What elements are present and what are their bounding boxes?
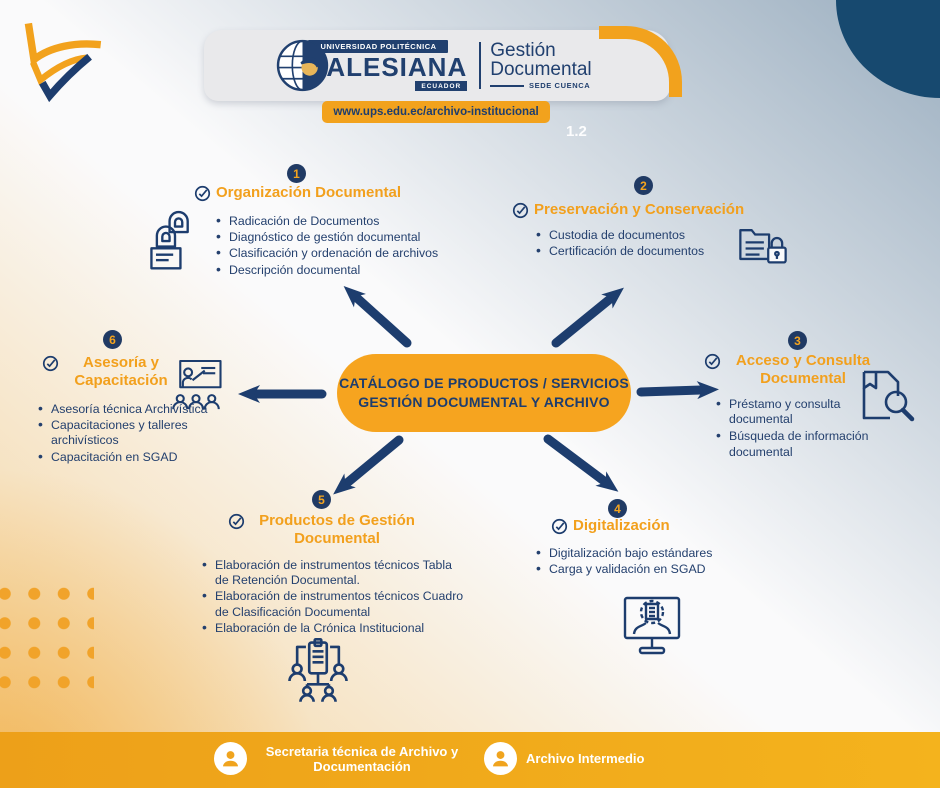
list-item: Capacitación en SGAD: [36, 449, 214, 465]
section-3-bullet-list: Préstamo y consulta documental Búsqueda …: [714, 396, 882, 462]
footer-contact-1: Secretaria técnica de Archivo y Document…: [214, 742, 468, 775]
dept-line1: Gestión: [490, 40, 556, 61]
section-4-bullet-list: Digitalización bajo estándares Carga y v…: [534, 545, 770, 578]
section-5-bullet-list: Elaboración de instrumentos técnicos Tab…: [200, 557, 468, 637]
training-presentation-icon: [172, 359, 222, 410]
footer-bar: Secretaria técnica de Archivo y Document…: [0, 732, 940, 788]
brand-country: ECUADOR: [415, 81, 468, 91]
list-item: Certificación de documentos: [534, 243, 750, 259]
list-item: Préstamo y consulta documental: [714, 396, 882, 427]
person-icon: [214, 742, 247, 775]
dot-grid-decoration: [0, 579, 94, 697]
check-circle-icon: [42, 355, 59, 372]
globe-logo-icon: [276, 39, 329, 92]
section-6-title: Asesoría y Capacitación: [42, 354, 178, 389]
section-5-title: Productos de Gestión Documental: [228, 512, 424, 547]
dept-sub-label: SEDE CUENCA: [529, 81, 591, 90]
header-band: UNIVERSIDAD POLITÉCNICA SALESIANA ECUADO…: [204, 30, 670, 101]
section-2-title: Preservación y Conservación: [512, 201, 774, 219]
list-item: Elaboración de instrumentos técnicos Cua…: [200, 588, 468, 619]
section-1-bullet-list: Radicación de Documentos Diagnóstico de …: [214, 213, 466, 279]
orange-arc-decoration: [599, 26, 682, 97]
section-6-bullet-list: Asesoría técnica Archivística Capacitaci…: [36, 401, 214, 466]
folder-lock-icon: [739, 229, 787, 264]
dept-line2: Documental: [490, 59, 592, 80]
check-circle-icon: [512, 202, 529, 219]
check-circle-icon: [228, 513, 245, 530]
section-3-number-badge: 3: [788, 331, 807, 350]
brand-name: SALESIANA: [308, 52, 468, 82]
clipboard-team-icon: [288, 637, 348, 702]
dept-sub-rule: [490, 84, 525, 87]
arrow-to-section-3: [636, 381, 719, 400]
section-5-number-badge: 5: [312, 490, 331, 509]
central-node-line2: GESTIÓN DOCUMENTAL Y ARCHIVO: [358, 394, 610, 410]
list-item: Carga y validación en SGAD: [534, 561, 770, 577]
check-circle-icon: [194, 185, 211, 202]
list-item: Capacitaciones y talleres archivísticos: [36, 417, 214, 448]
section-4-number-badge: 4: [608, 499, 627, 518]
person-icon: [484, 742, 517, 775]
footer-contact-2: Archivo Intermedio: [484, 742, 644, 775]
document-search-icon: [862, 370, 915, 422]
arrow-to-section-1: [343, 285, 412, 348]
section-2-number-badge: 2: [634, 176, 653, 195]
arrow-to-section-2: [551, 287, 624, 348]
footer-contact-2-label: Archivo Intermedio: [526, 751, 645, 766]
list-item: Radicación de Documentos: [214, 213, 466, 229]
section-6-number-badge: 6: [103, 330, 122, 349]
section-1-title: Organización Documental: [194, 184, 408, 202]
page-marker: 1.2: [566, 123, 587, 140]
department-title: Gestión Documental SEDE CUENCA: [490, 40, 592, 90]
section-4-title: Digitalización: [551, 517, 711, 535]
list-item: Custodia de documentos: [534, 227, 750, 243]
list-item: Elaboración de instrumentos técnicos Tab…: [200, 557, 468, 588]
list-item: Asesoría técnica Archivística: [36, 401, 214, 417]
section-2-bullet-list: Custodia de documentos Certificación de …: [534, 227, 750, 260]
arrow-to-section-4: [543, 434, 619, 492]
list-item: Descripción documental: [214, 262, 466, 278]
top-right-corner-shape: [836, 0, 940, 98]
check-circle-icon: [704, 353, 721, 370]
check-circle-icon: [551, 518, 568, 535]
list-item: Diagnóstico de gestión documental: [214, 229, 466, 245]
central-node-line1: CATÁLOGO DE PRODUCTOS / SERVICIOS: [339, 375, 629, 391]
list-item: Búsqueda de información documental: [714, 428, 882, 459]
list-item: Clasificación y ordenación de archivos: [214, 245, 466, 261]
university-brand: UNIVERSIDAD POLITÉCNICA SALESIANA ECUADO…: [308, 40, 468, 91]
list-item: Digitalización bajo estándares: [534, 545, 770, 561]
swoosh-logo-icon: [24, 22, 102, 103]
list-item: Elaboración de la Crónica Institucional: [200, 620, 468, 636]
central-node: CATÁLOGO DE PRODUCTOS / SERVICIOS GESTIÓ…: [337, 354, 631, 432]
brand-top-label: UNIVERSIDAD POLITÉCNICA: [308, 40, 448, 53]
footer-contact-1-label: Secretaria técnica de Archivo y Document…: [265, 743, 459, 774]
archive-boxes-icon: [150, 210, 189, 270]
section-1-number-badge: 1: [287, 164, 306, 183]
monitor-scan-icon: [623, 596, 681, 655]
brand-divider: [479, 42, 482, 89]
url-banner: www.ups.edu.ec/archivo-institucional: [322, 101, 550, 123]
section-3-title: Acceso y Consulta Documental: [704, 352, 880, 387]
arrow-to-section-5: [333, 435, 404, 495]
